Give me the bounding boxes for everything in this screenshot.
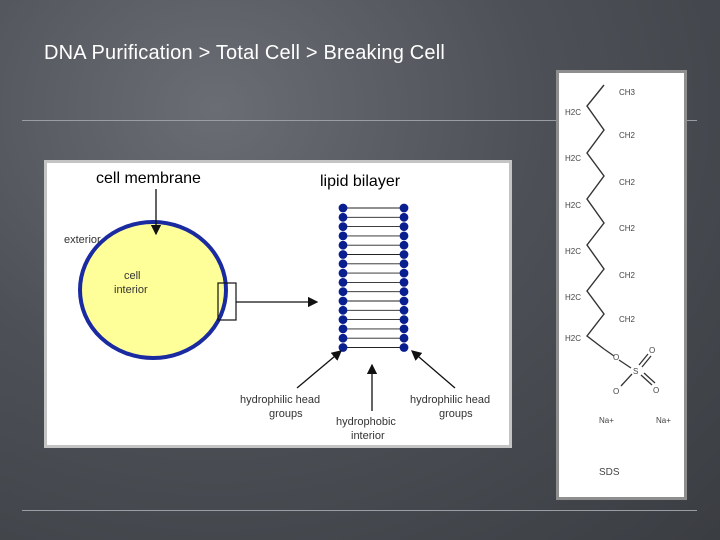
lipid-head-left bbox=[338, 268, 348, 278]
label-hydrophilic-left-2: groups bbox=[269, 408, 303, 420]
lipid-head-right bbox=[399, 343, 409, 352]
atom-s: S bbox=[633, 367, 638, 376]
lipid-head-left bbox=[338, 222, 348, 231]
lipid-head-left bbox=[338, 296, 348, 306]
cell-membrane-diagram: cell membrane lipid bilayer exterior cel… bbox=[44, 160, 512, 448]
atom-o-top: O bbox=[613, 353, 619, 362]
lipid-head-left bbox=[338, 278, 348, 287]
sds-chain-label: H2C bbox=[565, 334, 581, 343]
atom-o-bottom-right: O bbox=[653, 386, 659, 395]
atom-o-bottom-left: O bbox=[613, 387, 619, 396]
lipid-head-left bbox=[338, 250, 348, 259]
sds-caption: SDS bbox=[599, 467, 620, 478]
lipid-head-left bbox=[338, 231, 348, 241]
lipid-head-right bbox=[399, 333, 409, 343]
bond-o-s bbox=[618, 359, 632, 369]
sds-chain-label: H2C bbox=[565, 293, 581, 302]
label-hydrophilic-left-1: hydrophilic head bbox=[240, 394, 320, 406]
counter-ion-right: Na+ bbox=[656, 416, 671, 425]
lipid-head-right bbox=[399, 296, 409, 306]
lipid-head-left bbox=[338, 240, 348, 250]
slide-title: DNA Purification > Total Cell > Breaking… bbox=[44, 42, 446, 64]
label-lipid-bilayer: lipid bilayer bbox=[320, 173, 401, 190]
lipid-head-right bbox=[399, 268, 409, 278]
lipid-head-right bbox=[399, 287, 409, 297]
sds-carbon-chain bbox=[586, 84, 605, 350]
counter-ion-left: Na+ bbox=[599, 416, 614, 425]
sds-chain-label: CH3 bbox=[619, 88, 636, 97]
bond-s-o-bottom-right-1 bbox=[640, 374, 653, 386]
arrow-head-right bbox=[411, 350, 456, 389]
label-hydrophobic-1: hydrophobic bbox=[336, 416, 396, 428]
cell-body bbox=[78, 220, 228, 360]
lipid-head-right bbox=[399, 240, 409, 250]
lipid-head-left bbox=[338, 212, 348, 222]
label-hydrophobic-2: interior bbox=[351, 430, 385, 442]
lipid-head-left bbox=[338, 259, 348, 269]
sds-chain-label: CH2 bbox=[619, 315, 636, 324]
atom-o-right: O bbox=[649, 346, 655, 355]
lipid-head-left bbox=[338, 343, 348, 352]
divider-bottom bbox=[22, 510, 697, 511]
lipid-head-right bbox=[399, 231, 409, 241]
lipid-head-left bbox=[338, 203, 348, 213]
bond-s-o-right-1 bbox=[638, 353, 649, 366]
sds-chain-label: H2C bbox=[565, 247, 581, 256]
lipid-head-right bbox=[399, 203, 409, 213]
label-exterior: exterior bbox=[64, 234, 101, 246]
lipid-head-right bbox=[399, 324, 409, 334]
divider-right bbox=[687, 120, 697, 121]
bond-s-o-right-2 bbox=[641, 355, 652, 368]
lipid-head-left bbox=[338, 333, 348, 343]
sds-chain-label: CH2 bbox=[619, 131, 636, 140]
sds-chain-label: CH2 bbox=[619, 178, 636, 187]
sds-chain-label: CH2 bbox=[619, 224, 636, 233]
label-hydrophilic-right-1: hydrophilic head bbox=[410, 394, 490, 406]
sds-chain-label: CH2 bbox=[619, 271, 636, 280]
lipid-head-right bbox=[399, 315, 409, 324]
divider-left bbox=[22, 120, 556, 121]
sds-chain-label: H2C bbox=[565, 108, 581, 117]
arrow-head-left bbox=[296, 350, 342, 389]
sds-chain-label: H2C bbox=[565, 154, 581, 163]
lipid-head-left bbox=[338, 305, 348, 315]
sds-chain-label: H2C bbox=[565, 201, 581, 210]
lipid-head-right bbox=[399, 212, 409, 222]
label-hydrophilic-right-2: groups bbox=[439, 408, 473, 420]
lipid-head-left bbox=[338, 324, 348, 334]
lipid-head-right bbox=[399, 305, 409, 315]
bond-c-o bbox=[603, 348, 615, 357]
lipid-head-right bbox=[399, 278, 409, 287]
lipid-head-right bbox=[399, 222, 409, 231]
label-interior: interior bbox=[114, 284, 148, 296]
bond-s-o-bottom-left bbox=[620, 373, 633, 387]
lipid-head-right bbox=[399, 250, 409, 259]
lipid-head-right bbox=[399, 259, 409, 269]
lipid-bilayer bbox=[338, 203, 409, 352]
label-cell: cell bbox=[124, 270, 141, 282]
lipid-head-left bbox=[338, 315, 348, 324]
lipid-head-left bbox=[338, 287, 348, 297]
label-cell-membrane: cell membrane bbox=[96, 170, 201, 187]
bond-s-o-bottom-right-2 bbox=[643, 372, 656, 384]
